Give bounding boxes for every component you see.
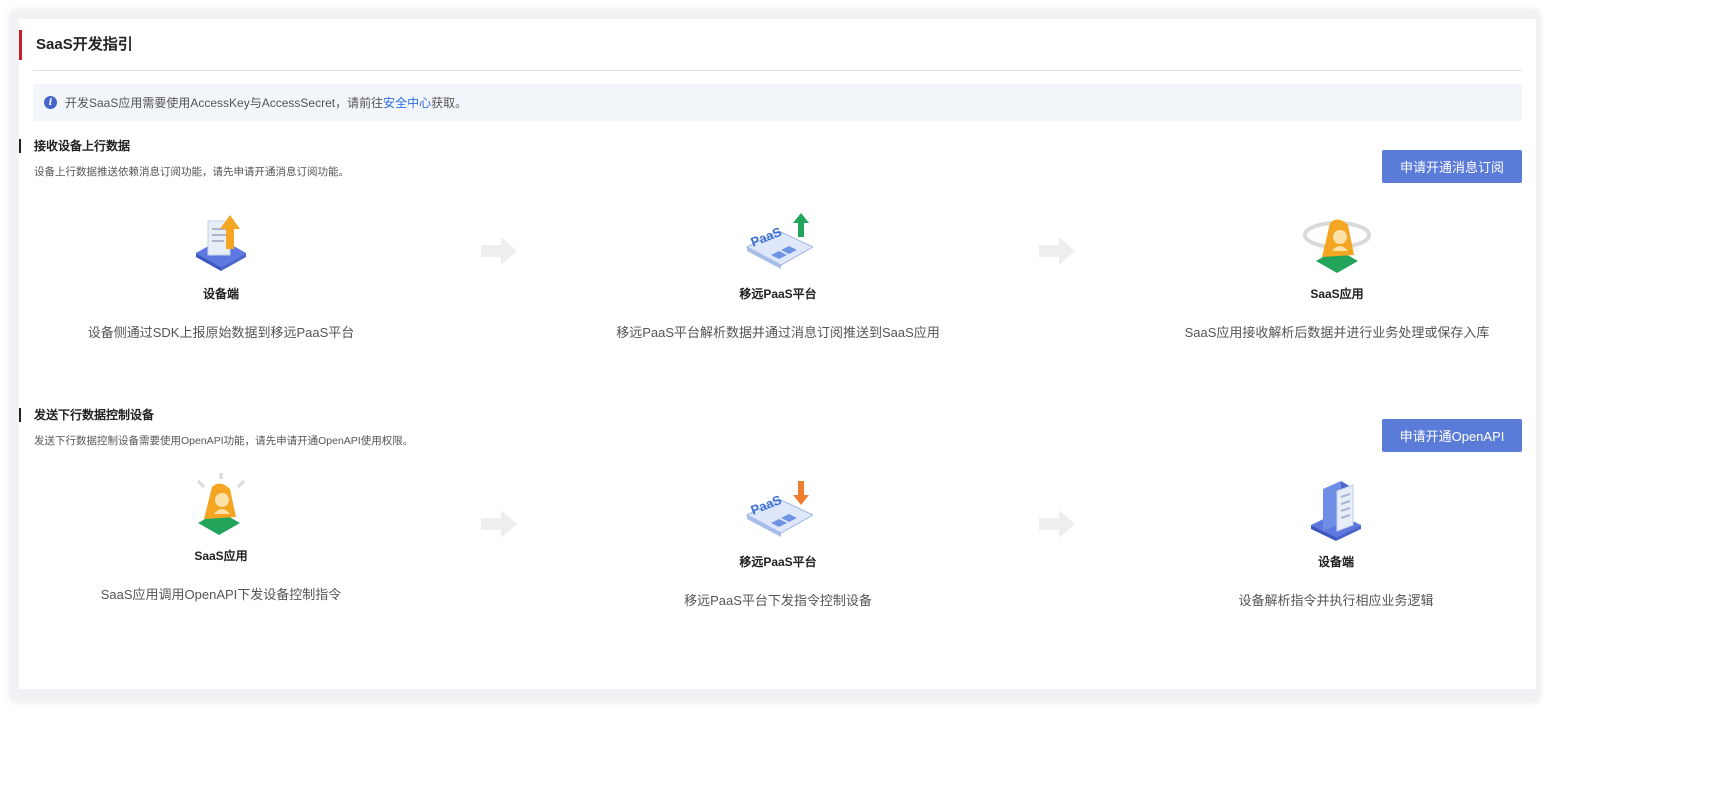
downlink-step-paas: PaaS 移远PaaS平台 移远PaaS平台下发指令控制设备 (568, 477, 988, 609)
downlink-step-saas: SaaS应用 SaaS应用调用OpenAPI下发设备控制指令 (11, 471, 431, 603)
step-description: 设备侧通过SDK上报原始数据到移远PaaS平台 (87, 325, 355, 340)
step-description: 移远PaaS平台解析数据并通过消息订阅推送到SaaS应用 (616, 325, 940, 340)
uplink-description: 设备上行数据推送依赖消息订阅功能，请先申请开通消息订阅功能。 (34, 166, 349, 178)
paas-download-icon: PaaS (743, 477, 815, 547)
paas-upload-icon: PaaS (743, 209, 815, 279)
apply-openapi-button[interactable]: 申请开通OpenAPI (1382, 419, 1522, 452)
step-description: 设备解析指令并执行相应业务逻辑 (1238, 593, 1434, 608)
device-upload-icon (186, 209, 256, 279)
flow-arrow-icon (481, 510, 517, 538)
downlink-title: 发送下行数据控制设备 (19, 408, 154, 422)
step-name: 设备端 (1317, 555, 1354, 569)
notice-text-end: 获取。 (431, 96, 468, 110)
step-name: 移远PaaS平台 (739, 287, 817, 301)
guide-card: SaaS开发指引 i 开发SaaS应用需要使用AccessKey与AccessS… (19, 19, 1536, 689)
step-name: 设备端 (202, 287, 239, 301)
uplink-step-paas: PaaS 移远PaaS平台 移远PaaS平台解析数据并通过消息订阅推送到SaaS… (568, 209, 988, 341)
flow-arrow-icon (1039, 510, 1075, 538)
step-name: 移远PaaS平台 (739, 555, 817, 569)
step-description: SaaS应用调用OpenAPI下发设备控制指令 (100, 587, 342, 602)
downlink-description: 发送下行数据控制设备需要使用OpenAPI功能，请先申请开通OpenAPI使用权… (34, 435, 414, 447)
uplink-step-saas: SaaS应用 SaaS应用接收解析后数据并进行业务处理或保存入库 (1127, 209, 1547, 341)
uplink-title: 接收设备上行数据 (19, 139, 130, 153)
uplink-step-device: 设备端 设备侧通过SDK上报原始数据到移远PaaS平台 (11, 209, 431, 341)
saas-app-icon (186, 471, 256, 541)
downlink-step-device: 设备端 设备解析指令并执行相应业务逻辑 (1126, 477, 1546, 609)
device-server-icon (1301, 477, 1371, 547)
step-name: SaaS应用 (1310, 287, 1364, 301)
step-name: SaaS应用 (194, 549, 248, 563)
page-title: SaaS开发指引 (19, 30, 133, 60)
flow-arrow-icon (1039, 237, 1075, 265)
flow-arrow-icon (481, 237, 517, 265)
page-frame: SaaS开发指引 i 开发SaaS应用需要使用AccessKey与AccessS… (11, 11, 1539, 701)
step-description: SaaS应用接收解析后数据并进行业务处理或保存入库 (1184, 325, 1490, 340)
apply-subscription-button[interactable]: 申请开通消息订阅 (1382, 150, 1522, 183)
notice-text: 开发SaaS应用需要使用AccessKey与AccessSecret，请前往 (65, 96, 384, 110)
title-divider (33, 70, 1522, 71)
security-center-link[interactable]: 安全中心 (383, 96, 432, 110)
info-icon: i (44, 96, 57, 109)
step-description: 移远PaaS平台下发指令控制设备 (684, 593, 872, 608)
info-notice: i 开发SaaS应用需要使用AccessKey与AccessSecret，请前往… (33, 84, 1522, 121)
saas-app-icon (1302, 209, 1372, 279)
